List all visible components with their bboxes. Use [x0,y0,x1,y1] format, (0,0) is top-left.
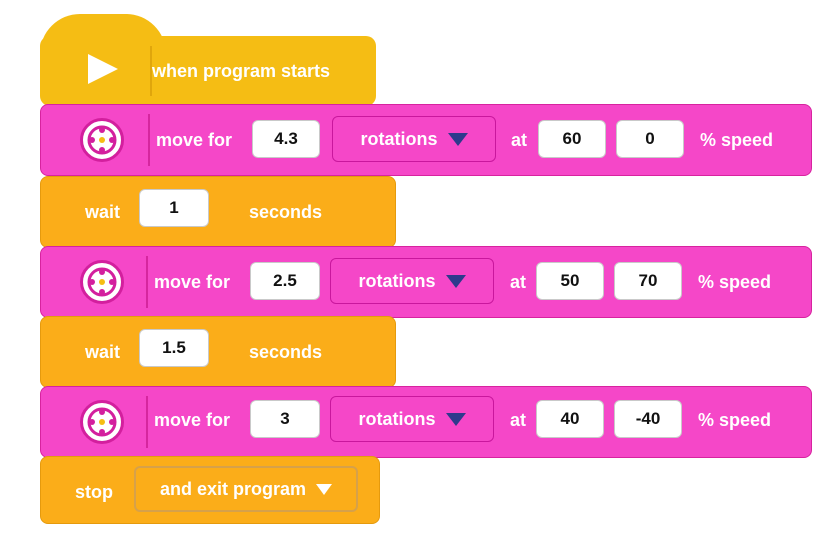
motor-pair-icon [80,260,124,304]
right-speed-input[interactable]: 0 [616,120,684,158]
motor-pair-icon [80,118,124,162]
left-speed-input[interactable]: 40 [536,400,604,438]
block-separator [146,256,148,308]
chevron-down-icon [445,274,466,288]
at-label: at [511,130,528,150]
seconds-label: seconds [249,202,323,222]
right-speed-input[interactable]: -40 [614,400,682,438]
unit-dropdown-label: rotations [358,408,436,429]
seconds-label: seconds [249,342,323,362]
move-for-label: move for [154,410,231,430]
stop-label: stop [75,482,113,502]
left-speed-input[interactable]: 60 [538,120,606,158]
right-speed-input[interactable]: 70 [614,262,682,300]
hat-separator [150,46,152,96]
move-for-label: move for [154,272,231,292]
speed-label: % speed [698,272,772,292]
rotation-amount-input[interactable]: 4.3 [252,120,320,158]
wait-seconds-input[interactable]: 1.5 [139,329,209,367]
unit-dropdown-label: rotations [360,128,438,149]
chevron-down-icon [445,412,466,426]
wait-block-1[interactable] [40,176,396,248]
left-speed-input[interactable]: 50 [536,262,604,300]
speed-label: % speed [700,130,774,150]
at-label: at [510,410,527,430]
at-label: at [510,272,527,292]
wait-block-2[interactable] [40,316,396,388]
stop-option-label: and exit program [159,478,307,499]
unit-dropdown[interactable]: rotations [332,116,496,162]
wait-seconds-input[interactable]: 1 [139,189,209,227]
unit-dropdown[interactable]: rotations [330,396,494,442]
unit-dropdown-label: rotations [358,270,436,291]
block-separator [148,114,150,166]
rotation-amount-input[interactable]: 2.5 [250,262,320,300]
wait-label: wait [85,202,121,222]
block-separator [146,396,148,448]
when-program-starts-label: when program starts [152,61,331,81]
unit-dropdown[interactable]: rotations [330,258,494,304]
rotation-amount-input[interactable]: 3 [250,400,320,438]
stop-option-dropdown[interactable]: and exit program [134,466,358,512]
chevron-down-icon [447,132,468,146]
wait-label: wait [85,342,121,362]
speed-label: % speed [698,410,772,430]
play-icon [88,54,118,84]
chevron-down-icon [316,483,333,495]
move-for-label: move for [156,130,233,150]
motor-pair-icon [80,400,124,444]
